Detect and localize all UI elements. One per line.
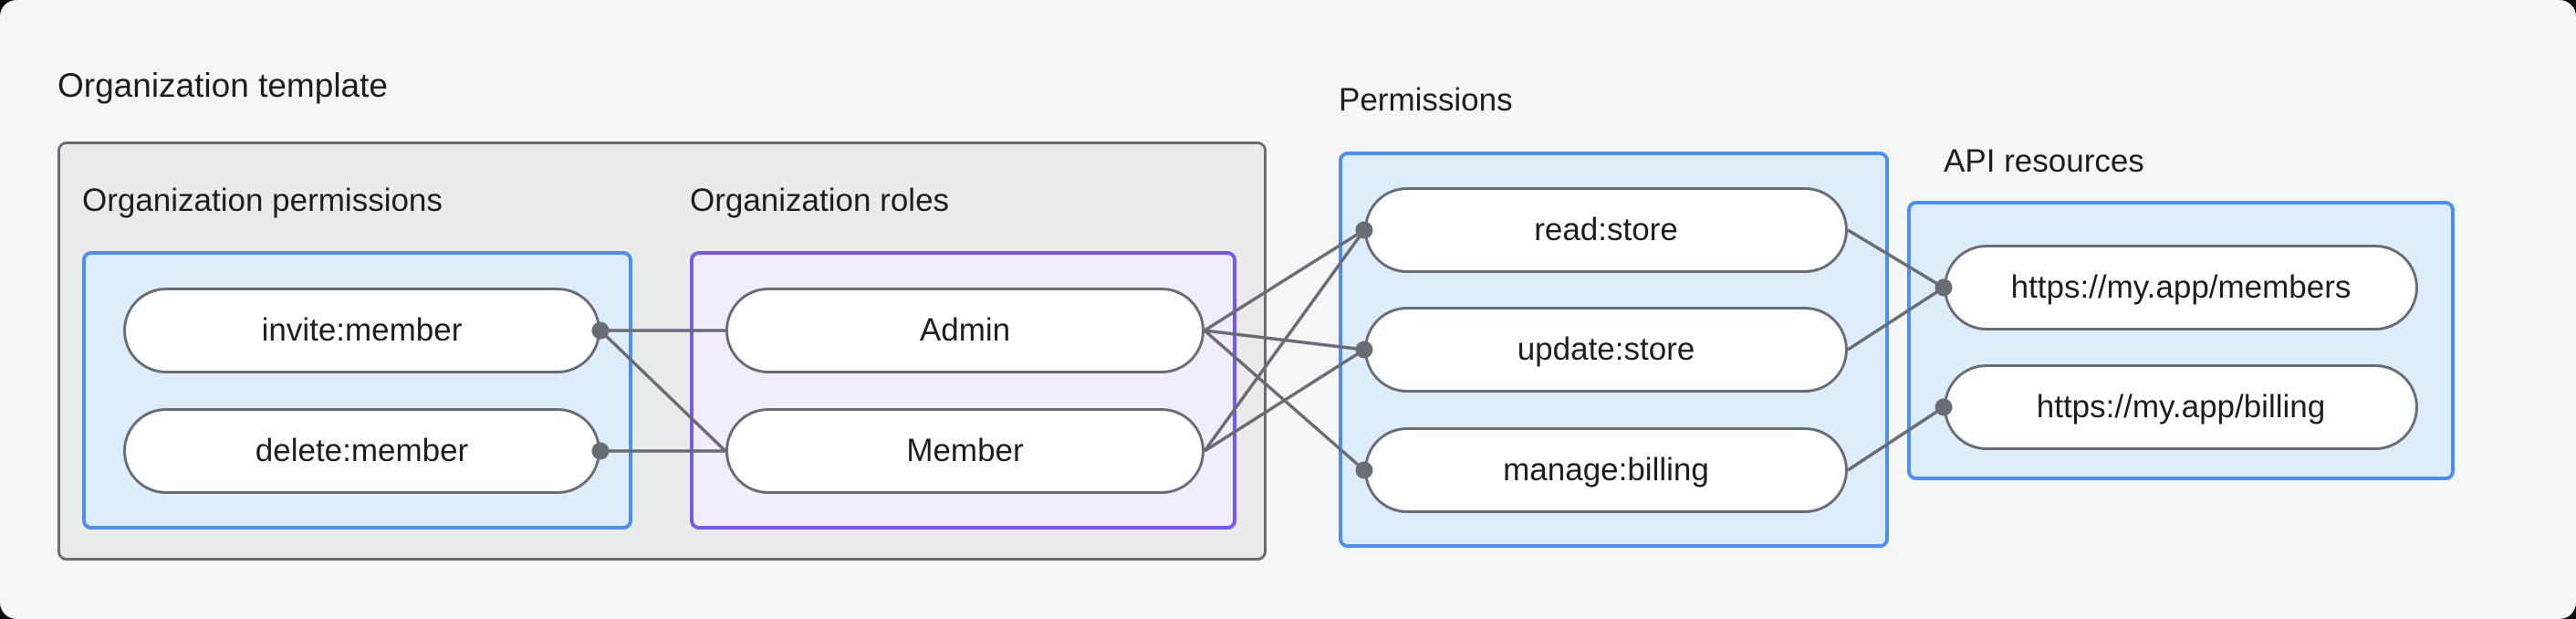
permissions-heading: Permissions [1339,82,1513,118]
pill-invite-member: invite:member [123,288,600,373]
api-resources-heading: API resources [1944,143,2144,179]
pill-api-billing: https://my.app/billing [1944,364,2418,450]
pill-member: Member [725,408,1205,494]
pill-admin: Admin [725,288,1205,373]
pill-update-store: update:store [1364,307,1848,393]
org-roles-heading: Organization roles [690,183,950,218]
pill-read-store: read:store [1364,187,1848,273]
pill-api-members: https://my.app/members [1944,245,2418,330]
pill-manage-billing: manage:billing [1364,427,1848,513]
pill-delete-member: delete:member [123,408,600,494]
diagram-title: Organization template [57,67,388,104]
org-permissions-heading: Organization permissions [82,183,443,218]
